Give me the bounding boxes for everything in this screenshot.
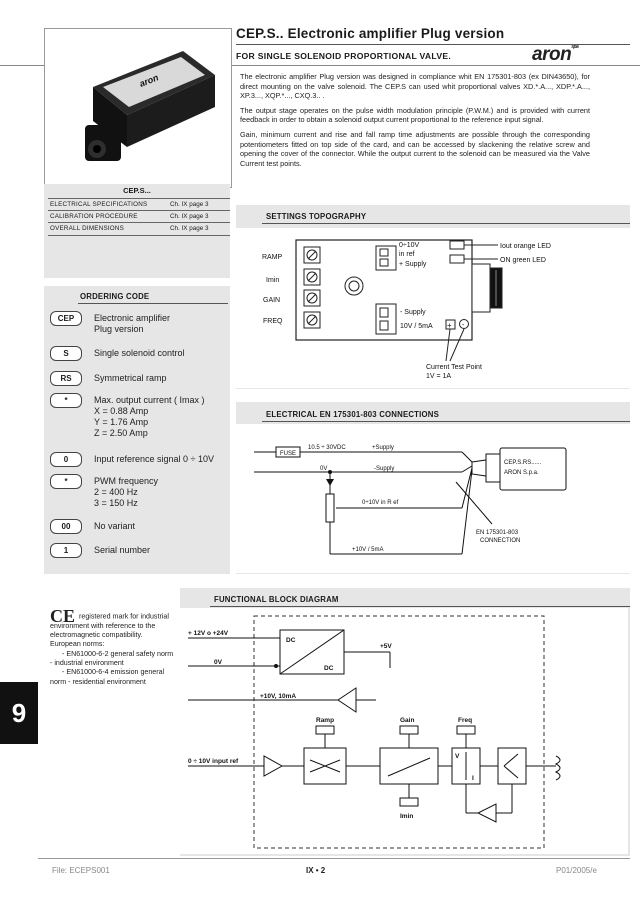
plus5-label: +5V [380, 643, 392, 650]
imin-label: Imin [400, 813, 413, 820]
connections-title: Electrical EN 175301-803 connections [266, 410, 440, 419]
title-rule [236, 44, 630, 45]
dc-label: DC [324, 665, 334, 672]
page-subtitle: for single solenoid proportional valve. [236, 51, 452, 61]
settings-diagram: RAMP Imin GAIN FREQ 0÷10V in ref + Suppl… [262, 239, 551, 380]
led-label: ON green LED [500, 257, 546, 264]
intro-paragraph: The output stage operates on the pulse w… [240, 105, 590, 125]
aron-logo: aronspa [532, 44, 579, 65]
fuse-label: FUSE [280, 451, 296, 457]
reference-panel [44, 184, 230, 278]
ce-mark: CE [50, 606, 76, 626]
pot-label-ramp: RAMP [262, 254, 283, 261]
settings-rule [262, 223, 630, 224]
intro-paragraph: Gain, minimum current and rise and fall … [240, 129, 590, 168]
order-desc: Input reference signal 0 ÷ 10V [94, 454, 215, 464]
input-ref-label: 0 ÷ 10V input ref [188, 758, 239, 765]
terminal-label: + Supply [399, 261, 427, 268]
freq-label: Freq [458, 717, 472, 724]
order-desc: Serial number [94, 545, 151, 555]
reference-row: Overall dimensionsCh. IX page 3 [48, 222, 230, 236]
plus10-label: +10V, 10mA [260, 693, 296, 700]
settings-title: Settings topography [266, 212, 367, 221]
gain-label: Gain [400, 717, 414, 724]
intro-paragraph: The electronic amplifier Plug version wa… [240, 72, 590, 101]
order-code-box: RS [50, 371, 82, 386]
i-label: I [472, 775, 474, 782]
zero-v: 0V [320, 466, 327, 472]
ordering-title: Ordering code [80, 292, 150, 301]
minus-supply: -Supply [374, 466, 394, 472]
page-title: CEP.S.. Electronic amplifier Plug versio… [236, 26, 505, 41]
order-code-box: S [50, 346, 82, 361]
terminal-label: - Supply [400, 309, 426, 316]
standard-label: CONNECTION [480, 538, 520, 544]
intro-text: The electronic amplifier Plug version wa… [240, 72, 590, 173]
connections-rule [262, 421, 630, 422]
dc-label: DC [286, 637, 296, 644]
out-label: +10V / 5mA [352, 547, 384, 553]
led-label: Iout orange LED [500, 243, 551, 250]
chapter-tab: 9 [0, 682, 38, 744]
order-desc: Max. output current ( Imax )X = 0.88 Amp… [94, 395, 205, 438]
terminal-label: 10V / 5mA [400, 323, 433, 330]
supply-range: 10.5 ÷ 30VDC [308, 445, 346, 451]
ramp-label: Ramp [316, 717, 334, 724]
svg-text:+: + [447, 321, 452, 330]
order-desc: No variant [94, 521, 136, 531]
order-code-box: * [50, 393, 82, 408]
order-desc: Symmetrical ramp [94, 373, 167, 383]
footer-page: IX • 2 [306, 866, 326, 875]
order-code-box: 1 [50, 543, 82, 558]
pot-label-gain: GAIN [263, 297, 280, 304]
svg-text:-: - [462, 322, 465, 329]
footer-rule [38, 858, 630, 859]
block-diagram: + 12V o +24V 0V DC DC +5V +10V, 10mA Ram… [188, 615, 561, 849]
footer-file: File: ECEPS001 [52, 866, 110, 875]
footer-code: P01/2005/e [556, 866, 597, 875]
ref-label: 0÷10V in R ef [362, 500, 399, 506]
order-desc: Single solenoid control [94, 348, 185, 358]
terminal-label: 0÷10V [399, 242, 420, 249]
reference-row: Electrical specificationsCh. IX page 3 [48, 198, 230, 211]
terminal-label: in ref [399, 251, 415, 258]
supply-in-label: + 12V o +24V [188, 630, 229, 637]
block-diagram-rule [210, 606, 630, 607]
test-point-scale: 1V = 1A [426, 373, 451, 380]
connections-diagram: FUSE 10.5 ÷ 30VDC +Supply -Supply 0V 0÷1… [254, 445, 567, 555]
zero-v-label: 0V [214, 659, 223, 666]
reference-row: Calibration procedureCh. IX page 3 [48, 210, 230, 223]
standard-label: EN 175301-803 [476, 530, 519, 536]
order-code-box: CEP [50, 311, 82, 326]
pot-label-freq: FREQ [263, 318, 283, 325]
order-code-box: 0 [50, 452, 82, 467]
v-label: V [455, 753, 460, 760]
order-code-box: * [50, 474, 82, 489]
plug-label: ARON S.p.a. [504, 470, 539, 476]
block-diagram-title: Functional block diagram [214, 595, 339, 604]
header-rule [0, 65, 640, 66]
test-point-label: Current Test Point [426, 364, 482, 371]
plug-label: CEP.S.RS...... [504, 460, 542, 466]
plus-supply: +Supply [372, 445, 394, 451]
reference-table-title: CEP.S... [123, 186, 151, 195]
ordering-rule [78, 303, 228, 304]
order-code-box: 00 [50, 519, 82, 534]
pot-label-imin: Imin [266, 277, 279, 284]
product-photo: aron [44, 28, 232, 188]
